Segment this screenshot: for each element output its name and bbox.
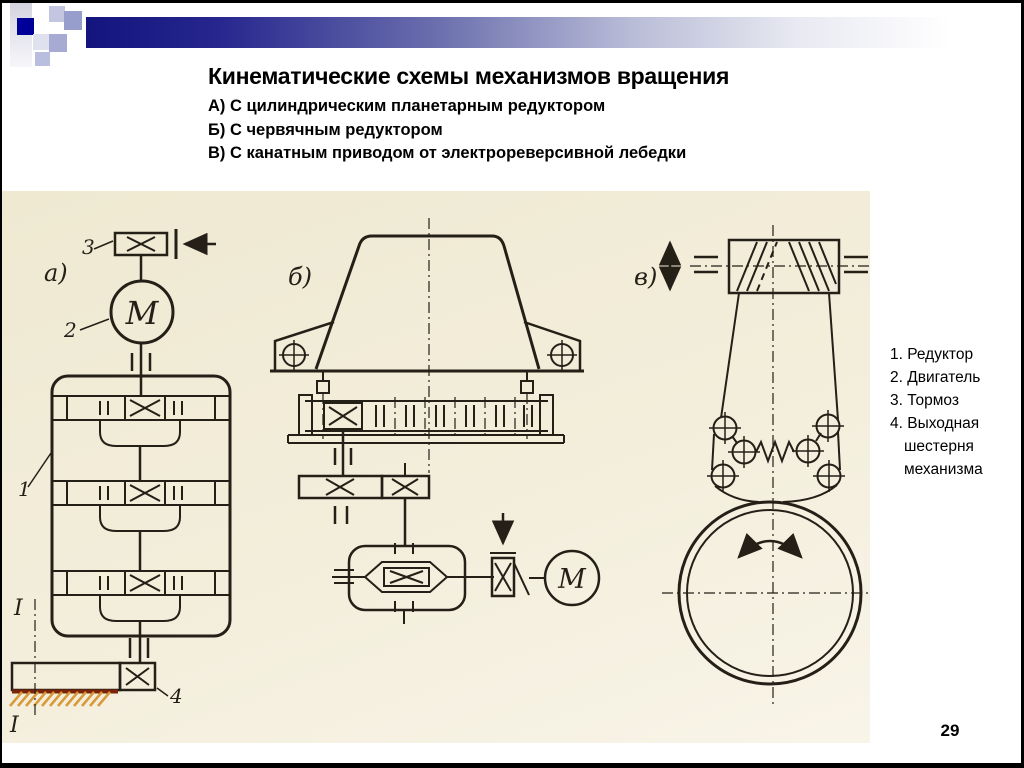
- kinematic-figure-svg: а) 3 M 2: [9, 218, 880, 738]
- decorative-square: [49, 34, 67, 52]
- mounting-lug-right: [523, 320, 582, 371]
- slewing-circle: [662, 225, 880, 707]
- kinematic-figure: а) 3 M 2: [2, 191, 880, 743]
- legend-item: 1. Редуктор: [890, 346, 974, 363]
- decorative-square: [35, 52, 50, 66]
- legend-item: 4. Выходная: [890, 415, 980, 432]
- rotation-arrow: [737, 533, 803, 559]
- decorative-square: [33, 34, 50, 50]
- legend-item-continuation: шестерня: [904, 438, 974, 455]
- ground-hatch: [9, 689, 118, 707]
- spring: [755, 439, 795, 464]
- legend: 1. Редуктор 2. Двигатель 3. Тормоз 4. Вы…: [890, 343, 1020, 481]
- decorative-square: [64, 11, 82, 30]
- decorative-square: [49, 6, 65, 22]
- pulley-block: [706, 409, 846, 503]
- part-ref-brake: 3: [82, 235, 95, 259]
- motor-letter-b: M: [557, 564, 587, 595]
- decorative-strip: [10, 3, 32, 67]
- brake-symbol-a: [113, 229, 216, 259]
- winch-drum: [690, 238, 874, 295]
- machine-body: [314, 234, 541, 370]
- section-mark-bottom: I: [9, 713, 20, 738]
- part-ref-motor: 2: [63, 318, 77, 342]
- mounting-lug-left: [273, 320, 335, 371]
- planet-carrier: [99, 594, 181, 622]
- legend-item: 3. Тормоз: [890, 392, 959, 409]
- worm-reducer: [332, 543, 494, 624]
- section-mark-top: I: [13, 596, 24, 621]
- page-number: 29: [940, 721, 960, 740]
- legend-item-continuation: механизма: [904, 461, 983, 478]
- diagram-a-label: а): [44, 259, 68, 287]
- gear-row: [51, 570, 231, 596]
- list-item-v: В) С канатным приводом от электрореверси…: [208, 144, 687, 162]
- output-gear: [10, 661, 157, 692]
- diagram-v-label: в): [634, 263, 657, 291]
- header-gradient-bar: [86, 17, 1021, 48]
- section-line: I I: [9, 596, 36, 738]
- page-title: Кинематические схемы механизмов вращения: [208, 63, 730, 89]
- decorative-square-navy: [17, 18, 34, 35]
- list-item-b: Б) С червячным редуктором: [208, 120, 443, 139]
- diagram-v: в): [634, 225, 880, 707]
- part-ref-output: 4: [169, 684, 183, 708]
- diagram-b-label: б): [288, 263, 312, 291]
- motor-symbol-b: M: [543, 549, 601, 607]
- slewing-ring: [287, 394, 565, 444]
- legend-item: 2. Двигатель: [890, 369, 981, 386]
- gear-pair: [297, 463, 431, 500]
- diagram-b: б): [270, 218, 601, 624]
- motor-symbol-a: M: [109, 279, 175, 345]
- gear-row: [51, 395, 231, 421]
- gear-row: [51, 480, 231, 506]
- planet-carrier: [99, 419, 181, 447]
- title-block: Кинематические схемы механизмов вращения…: [208, 63, 908, 166]
- planet-carrier: [99, 504, 181, 532]
- part-ref-reducer: 1: [18, 477, 31, 501]
- diagram-a: а) 3 M 2: [9, 229, 232, 738]
- motor-letter-a: M: [125, 294, 160, 332]
- list-item-a: А) С цилиндрическим планетарным редуктор…: [208, 97, 606, 115]
- brake-symbol-b: [490, 513, 545, 598]
